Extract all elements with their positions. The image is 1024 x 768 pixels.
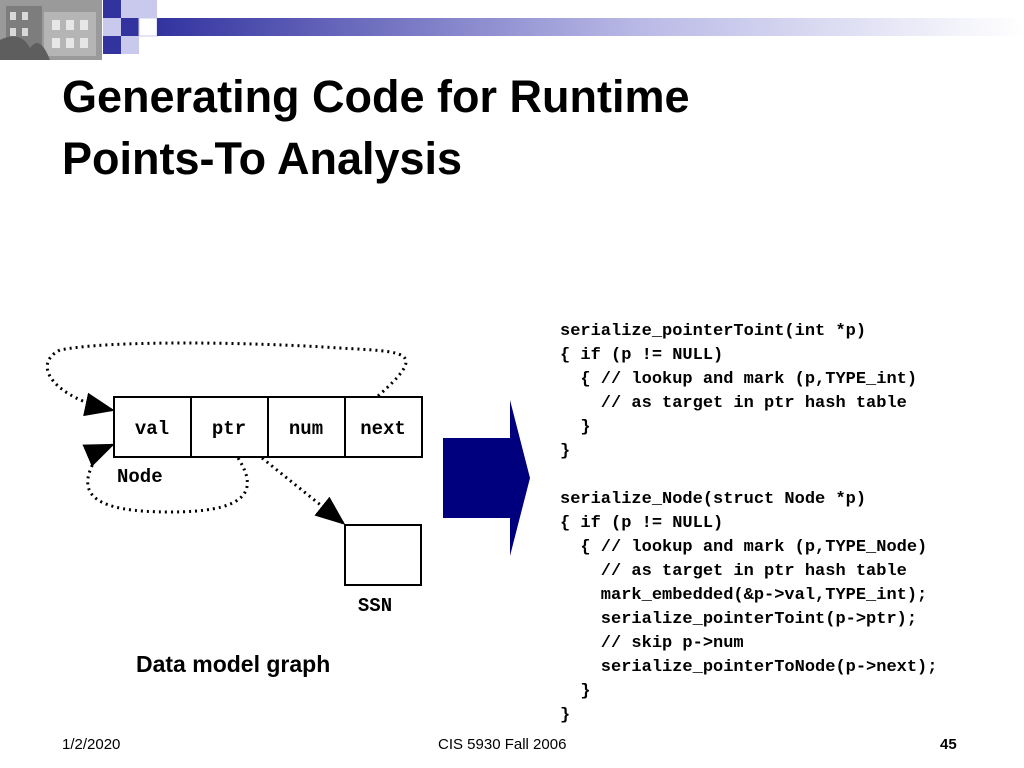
footer-course: CIS 5930 Fall 2006 bbox=[438, 736, 567, 753]
ssn-box bbox=[344, 524, 422, 586]
header-banner bbox=[0, 0, 1024, 60]
code-line: // skip p->num bbox=[560, 634, 744, 653]
code-line: } bbox=[560, 682, 591, 701]
decorative-squares bbox=[103, 0, 158, 54]
next-self-loop-edge bbox=[45, 341, 408, 417]
page-number: 45 bbox=[940, 736, 957, 753]
code-line: mark_embedded(&p->val,TYPE_int); bbox=[560, 586, 928, 605]
code-line: // as target in ptr hash table bbox=[560, 394, 907, 413]
header-band bbox=[157, 18, 1024, 36]
code-line: serialize_pointerToint(p->ptr); bbox=[560, 610, 918, 629]
diagram-caption: Data model graph bbox=[136, 651, 331, 677]
code-listing: serialize_pointerToint(int *p) { if (p !=… bbox=[560, 272, 937, 752]
code-line: } bbox=[560, 418, 591, 437]
footer-date: 1/2/2020 bbox=[62, 736, 121, 753]
ptr-to-val-edge bbox=[82, 443, 249, 514]
code-line: serialize_pointerToNode(p->next); bbox=[560, 658, 938, 677]
node-record: val ptr num next bbox=[113, 396, 423, 458]
slide-title: Generating Code for Runtime Points-To An… bbox=[62, 66, 690, 190]
code-line: { if (p != NULL) bbox=[560, 514, 724, 533]
code-line: { if (p != NULL) bbox=[560, 346, 724, 365]
ptr-to-ssn-edge bbox=[261, 456, 346, 525]
title-line-2: Points-To Analysis bbox=[62, 133, 463, 184]
field-val: val bbox=[135, 418, 169, 440]
transform-arrow-icon bbox=[443, 400, 530, 556]
code-line: // as target in ptr hash table bbox=[560, 562, 907, 581]
field-next: next bbox=[360, 418, 406, 440]
code-line: } bbox=[560, 442, 571, 461]
field-ptr: ptr bbox=[212, 418, 246, 440]
code-line: serialize_Node(struct Node *p) bbox=[560, 490, 867, 509]
node-label: Node bbox=[117, 466, 163, 488]
ssn-label: SSN bbox=[358, 595, 392, 617]
title-line-1: Generating Code for Runtime bbox=[62, 71, 690, 122]
campus-photo bbox=[0, 0, 102, 60]
code-line: { // lookup and mark (p,TYPE_Node) bbox=[560, 538, 928, 557]
code-line bbox=[560, 464, 937, 488]
field-num: num bbox=[289, 418, 323, 440]
code-line: { // lookup and mark (p,TYPE_int) bbox=[560, 370, 918, 389]
code-line: } bbox=[560, 706, 571, 725]
code-line: serialize_pointerToint(int *p) bbox=[560, 322, 867, 341]
